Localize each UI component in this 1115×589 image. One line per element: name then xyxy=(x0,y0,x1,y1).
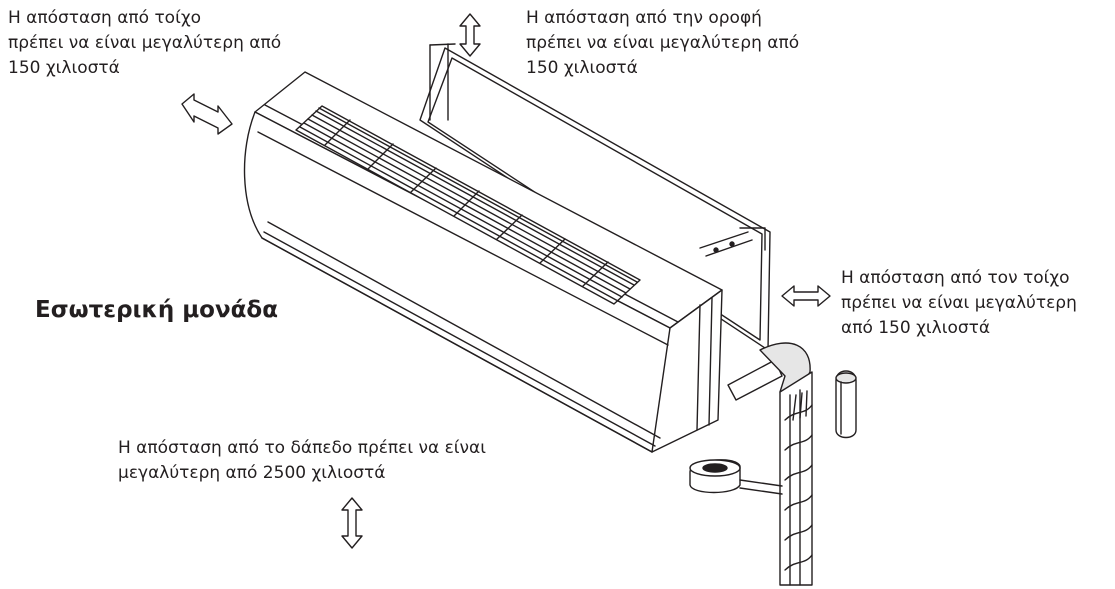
wall-clearance-label-left: Η απόσταση από τοίχο πρέπει να είναι μεγ… xyxy=(8,8,282,78)
arrow-ceiling-icon xyxy=(460,14,480,56)
indoor-unit-title: Εσωτερική μονάδα xyxy=(35,297,279,323)
arrow-floor-icon xyxy=(342,498,362,548)
intake-grille xyxy=(296,106,640,304)
wall-clearance-label-right: Η απόσταση από τον τοίχο πρέπει να είναι… xyxy=(841,268,1077,338)
refrigerant-piping xyxy=(728,343,812,585)
ceiling-clearance-label: Η απόσταση από την οροφή πρέπει να είναι… xyxy=(526,8,800,78)
floor-clearance-label: Η απόσταση από το δάπεδο πρέπει να είναι… xyxy=(118,438,487,483)
arrow-right-wall-icon xyxy=(782,286,830,306)
drain-tape-roll xyxy=(690,460,782,494)
clearance-arrows xyxy=(182,14,830,548)
arrow-left-wall-icon xyxy=(182,94,232,134)
pipe-sleeve xyxy=(836,371,856,438)
